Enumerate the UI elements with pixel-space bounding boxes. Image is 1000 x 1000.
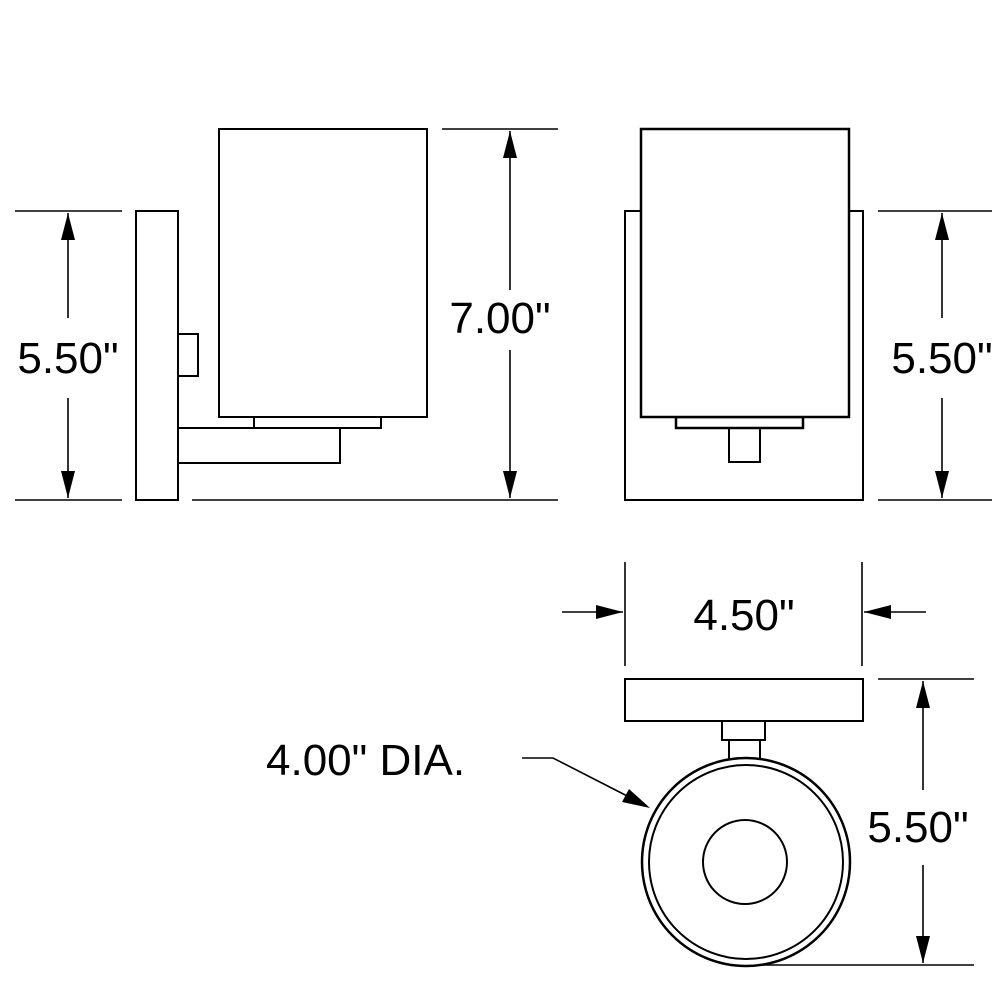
front-stem: [728, 427, 761, 463]
top-cup-opening: [702, 819, 788, 905]
top-depth-label: 5.50": [867, 803, 968, 852]
overall-height-label: 7.00": [449, 294, 550, 343]
top-backplate: [624, 678, 864, 722]
top-width-dimension: 4.50": [562, 562, 926, 666]
top-width-label: 4.50": [693, 591, 794, 640]
top-glass-shade-outer: [640, 756, 852, 968]
front-height-label: 5.50": [891, 334, 992, 383]
diameter-leader: 4.00" DIA.: [266, 736, 650, 808]
front-view: 5.50": [624, 127, 993, 501]
front-height-dimension: 5.50": [878, 210, 993, 501]
front-glass-shade: [639, 127, 851, 419]
diameter-label: 4.00" DIA.: [266, 736, 465, 785]
overall-height-dimension: 7.00": [192, 128, 558, 501]
top-depth-dimension: 5.50": [760, 678, 974, 966]
side-view: 5.50" 7.00": [15, 128, 558, 501]
front-cup: [674, 415, 805, 430]
side-mount-knob: [177, 333, 199, 377]
side-backplate: [135, 210, 179, 501]
side-glass-shade: [218, 128, 428, 418]
side-height-dimension: 5.50": [15, 210, 122, 501]
top-glass-shade-inner: [648, 764, 844, 960]
top-view: 4.50" 4.00" DIA. 5.50": [266, 562, 974, 968]
top-stem-upper: [721, 720, 766, 741]
side-arm: [177, 427, 341, 464]
side-cup: [253, 416, 382, 429]
side-height-label: 5.50": [17, 334, 118, 383]
